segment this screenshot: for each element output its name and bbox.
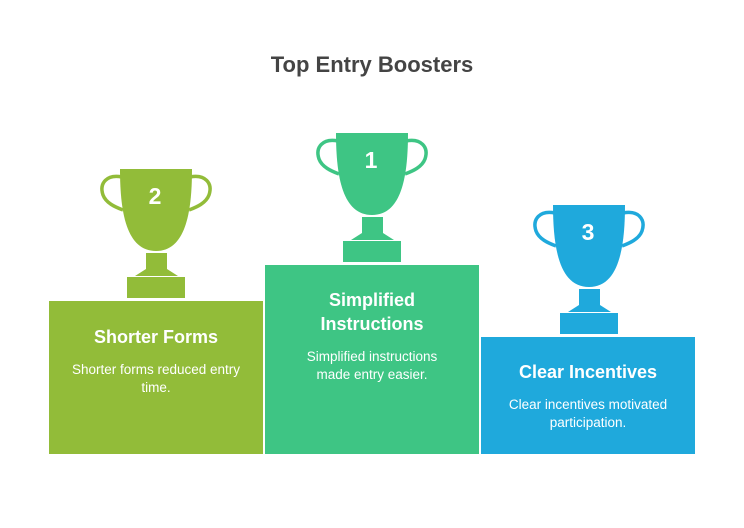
trophy-third: 3 xyxy=(518,203,658,345)
podium-heading: Shorter Forms xyxy=(93,327,219,347)
podium-heading: Simplified Instructions xyxy=(320,290,424,334)
podium-first: Simplified Instructions Simplified instr… xyxy=(265,265,479,454)
podium-text: Shorter forms reduced entry time. xyxy=(71,362,241,395)
rank-label: 3 xyxy=(581,219,595,245)
trophy-second: 2 xyxy=(85,167,225,309)
podium-text: Simplified instructions made entry easie… xyxy=(306,349,438,382)
podium-text: Clear incentives motivated participation… xyxy=(508,397,668,430)
rank-label: 1 xyxy=(364,147,378,173)
trophy-first: 1 xyxy=(301,131,441,273)
podium-third: Clear Incentives Clear incentives motiva… xyxy=(481,337,695,454)
podium-heading: Clear Incentives xyxy=(518,362,658,382)
podium-second: Shorter Forms Shorter forms reduced entr… xyxy=(49,301,263,454)
rank-label: 2 xyxy=(148,183,162,209)
diagram-title: Top Entry Boosters xyxy=(270,52,474,77)
